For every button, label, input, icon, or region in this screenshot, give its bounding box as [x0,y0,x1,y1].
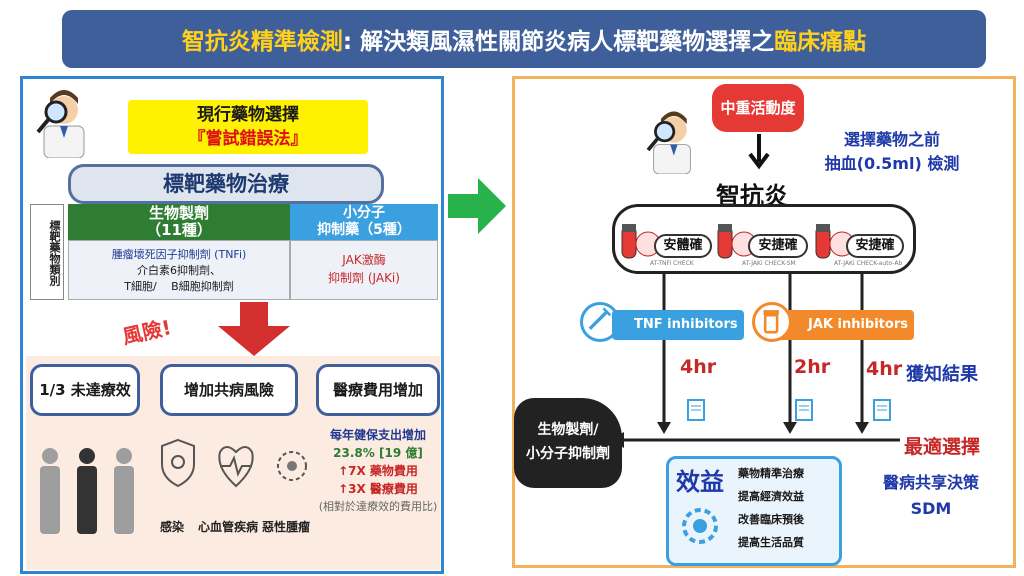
jak-label-2: 抑制劑 (JAKi) [328,271,400,285]
title-highlight-2: 臨床痛點 [774,29,867,55]
doctor-magnifier-icon [36,90,85,158]
malignancy-label: 惡性腫瘤 [262,520,311,534]
biologics-count: （11種） [146,221,212,239]
small-molecule-title: 小分子 [343,205,385,221]
title-main: : 解決類風濕性關節炎病人標靶藥物選擇之 [342,29,775,55]
title-highlight-1: 智抗炎精準檢測 [181,29,343,55]
treatment-line-2: 小分子抑制劑 [526,446,610,462]
biologics-title: 生物製劑 [148,204,209,222]
test-jaki-sm-pill: 安捷確 [748,234,808,258]
card-not-effective: 1/3 未達療效 [30,364,140,416]
report-icon [687,399,705,421]
trial-and-error-label: 『嘗試錯誤法』 [188,129,308,149]
benefit-gear-icon [682,508,718,544]
jak-inhibitors-label: JAK inhibitors [770,310,914,340]
cost-line-5: (相對於達療效的費用比) [318,500,438,513]
biologics-body: 腫瘤壞死因子抑制劑 (TNFi) 介白素6抑制劑、 T細胞/ B細胞抑制劑 [68,240,290,300]
small-molecule-header: 小分子 抑制藥（5種） [290,204,438,240]
hours-tnf: 4hr [680,356,717,378]
infection-label: 感染 [160,520,185,534]
report-icon [873,399,891,421]
pre-test-line-2: 抽血(0.5ml) 檢測 [824,154,960,173]
down-arrow-icon [748,134,770,170]
report-icon [795,399,813,421]
benefit-item: 提高經濟效益 [738,490,804,503]
card-cost-increase: 醫療費用增加 [316,364,440,416]
sdm-line-1: 醫病共享決策 [882,473,979,492]
test-atnfi-pill: 安體確 [654,234,712,258]
pre-test-note: 選擇藥物之前 抽血(0.5ml) 檢測 [812,128,972,176]
benefit-item: 提高生活品質 [738,536,804,549]
cost-line-2: 23.8% [19 億] [333,446,423,460]
pill-bottle-icon [752,302,792,342]
tnfi-label: 腫瘤壞死因子抑制劑 (TNFi) [111,248,247,261]
card-comorbidity-risk: 增加共病風險 [160,364,298,416]
test-jaki-sm-sub: AT-JAKi CHECK-SM [742,260,796,267]
test-atnfi-sub: AT-TNFi CHECK [650,260,694,267]
biologics-header: 生物製劑 （11種） [68,204,290,240]
sdm-note: 醫病共享決策 SDM [856,470,1006,522]
benefit-item: 藥物精準治療 [738,467,804,480]
test-jaki-auto-pill: 安捷確 [846,234,904,258]
small-molecule-body: JAK激酶 抑制劑 (JAKi) [290,240,438,300]
benefit-item: 改善臨床預後 [738,513,804,526]
treatment-bubble: 生物製劑/ 小分子抑制劑 [514,398,622,488]
treatment-line-1: 生物製劑/ [537,422,599,438]
test-jaki-auto-sub: AT-JAKi CHECK-auto-Ab [834,260,903,267]
tumor-cell-icon [277,451,307,481]
current-selection-box: 現行藥物選擇 『嘗試錯誤法』 [128,100,368,154]
hours-jak-auto: 4hr [866,358,903,380]
red-down-arrow-icon [218,302,290,356]
pre-test-line-1: 選擇藥物之前 [843,130,940,149]
drug-category-side-label: 標靶藥物類別 [30,204,64,300]
small-molecule-count: 抑制藥（5種） [317,222,411,238]
current-selection-title: 現行藥物選擇 [197,105,299,125]
cost-line-4: ↑3X 醫療費用 [338,482,418,496]
tb-cell-label: T細胞/ B細胞抑制劑 [124,280,234,293]
hours-jak-sm: 2hr [794,356,831,378]
best-choice-label: 最適選擇 [904,436,981,458]
cost-details: 每年健保支出增加 23.8% [19 億] ↑7X 藥物費用 ↑3X 醫療費用 … [316,426,440,516]
benefit-title: 效益 [676,468,724,496]
il6-label: 介白素6抑制劑、 [137,264,221,277]
cost-line-1: 每年健保支出增加 [329,428,426,442]
cost-line-3: ↑7X 藥物費用 [338,464,418,478]
people-icon [40,448,134,534]
doctor-magnifier-icon-right [646,111,691,174]
heart-icon [218,446,254,488]
moderate-severe-activity-badge: 中重活動度 [712,84,804,132]
result-label: 獲知結果 [906,364,978,385]
targeted-therapy-box: 標靶藥物治療 [68,164,384,204]
infection-shield-icon [161,438,195,488]
cardiovascular-label: 心血管疾病 [198,520,259,534]
tnf-inhibitors-label: TNF inhibitors [612,310,744,340]
jak-label-1: JAK激酶 [342,253,386,267]
sdm-line-2: SDM [910,499,952,518]
title-bar: 智抗炎精準檢測 : 解決類風濕性關節炎病人標靶藥物選擇之 臨床痛點 [62,10,986,68]
green-right-arrow-icon [448,178,506,234]
benefit-list: 藥物精準治療 提高經濟效益 改善臨床預後 提高生活品質 [738,462,804,554]
flow-lines [610,274,900,448]
